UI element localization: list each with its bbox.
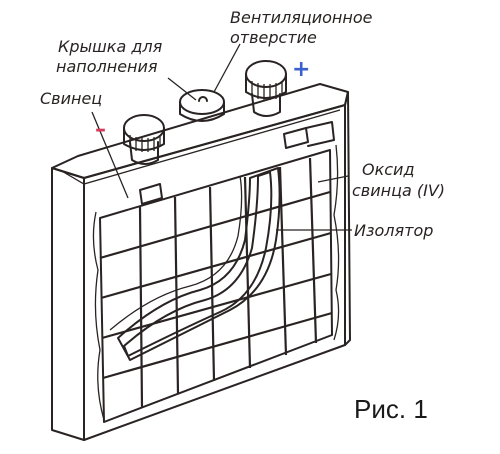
negative-terminal	[123, 114, 165, 165]
battery-case	[51, 83, 351, 441]
vent-label-line1: Вентиляционное	[230, 8, 373, 27]
fill-cap	[179, 89, 225, 122]
leader-lines	[91, 43, 352, 231]
plus-sign: +	[292, 57, 310, 82]
cap-label-line1: Крышка для	[58, 37, 163, 56]
oxide-label-line1: Оксид	[362, 160, 415, 179]
vent-label-line2: отверстие	[230, 28, 317, 47]
lead-label: Свинец	[40, 89, 102, 108]
minus-sign: –	[95, 117, 106, 142]
positive-terminal	[245, 60, 287, 117]
figure-caption: Рис. 1	[354, 394, 428, 424]
cap-label-line2: наполнения	[56, 57, 158, 76]
oxide-label-line2: свинца (IV)	[352, 181, 445, 200]
plate-tabs	[139, 121, 335, 205]
separator-sheets	[109, 167, 281, 361]
insulator-label: Изолятор	[354, 221, 433, 240]
